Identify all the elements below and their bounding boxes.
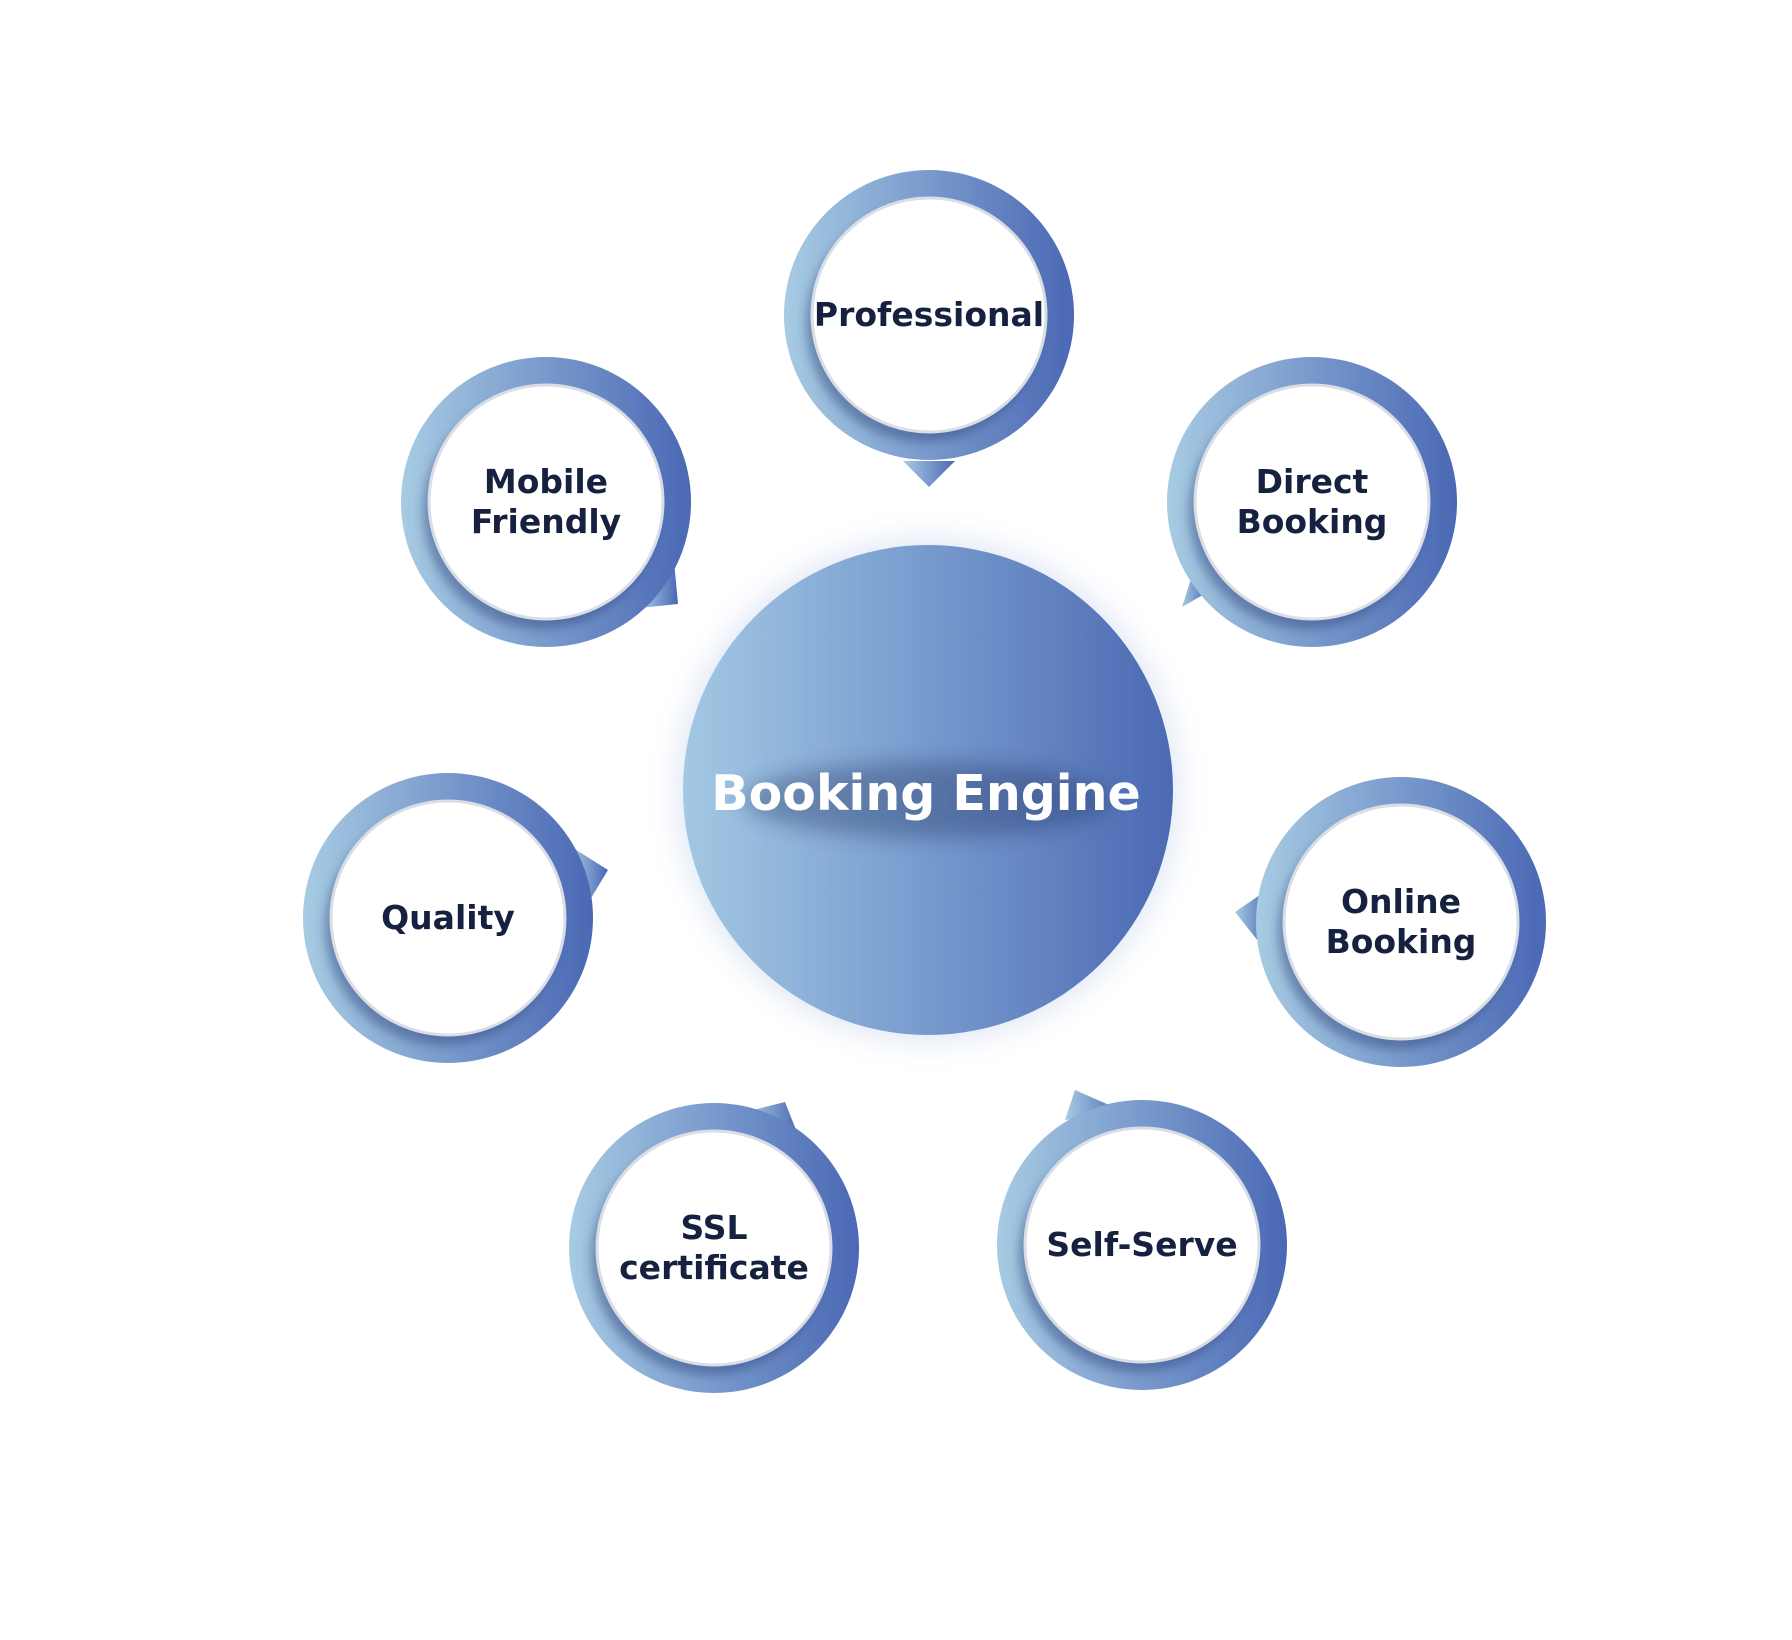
node-label-self-serve: Self-Serve <box>1046 1225 1237 1264</box>
center-node: Booking Engine <box>676 538 1180 1042</box>
node-inner-circle <box>329 799 567 1037</box>
satellite-nodes: ProfessionalDirectBookingOnlineBookingSe… <box>303 170 1546 1393</box>
node-inner-circle <box>810 196 1048 434</box>
node-label-online-booking: Booking <box>1326 922 1477 961</box>
node-label-professional: Professional <box>814 295 1044 334</box>
node-self-serve: Self-Serve <box>997 1090 1287 1390</box>
node-label-ssl-certificate: certificate <box>619 1248 809 1287</box>
node-inner-circle <box>595 1129 833 1367</box>
speech-tail <box>903 461 955 487</box>
node-label-direct-booking: Direct <box>1256 462 1369 501</box>
node-quality: Quality <box>303 773 608 1063</box>
node-inner-circle <box>427 383 665 621</box>
node-label-online-booking: Online <box>1341 882 1461 921</box>
center-label: Booking Engine <box>711 765 1140 822</box>
node-professional: Professional <box>784 170 1074 487</box>
node-inner-circle <box>1193 383 1431 621</box>
node-label-mobile-friendly: Friendly <box>471 502 621 541</box>
node-label-direct-booking: Booking <box>1237 502 1388 541</box>
node-label-ssl-certificate: SSL <box>680 1208 747 1247</box>
node-label-mobile-friendly: Mobile <box>484 462 608 501</box>
node-label-quality: Quality <box>381 898 515 937</box>
node-inner-circle <box>1282 803 1520 1041</box>
node-inner-circle <box>1023 1126 1261 1364</box>
